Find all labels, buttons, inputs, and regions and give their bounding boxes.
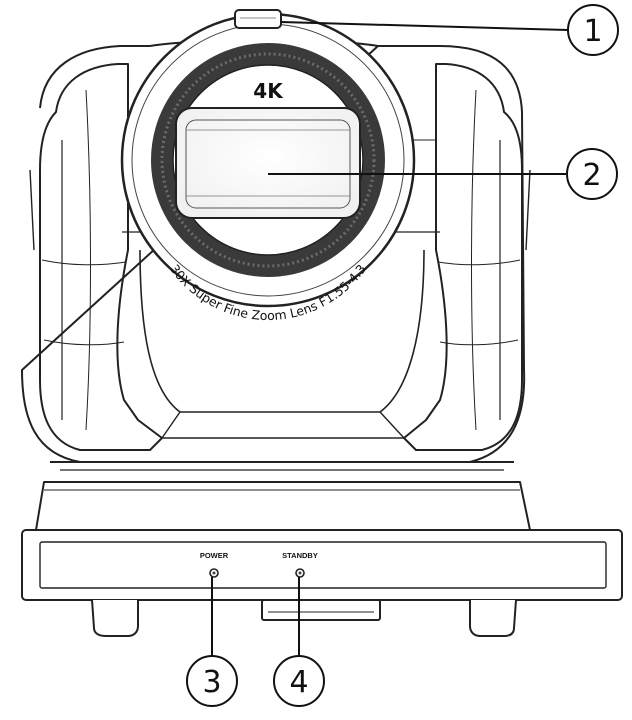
callout-4-circle (273, 655, 325, 707)
callout-4: 4 (273, 655, 325, 707)
callout-3: 3 (186, 655, 238, 707)
camera-base (21, 481, 623, 637)
standby-label: STANDBY (282, 551, 318, 560)
callout-3-circle (186, 655, 238, 707)
standby-led-center (298, 571, 302, 575)
callout-2-number: 2 (582, 158, 601, 193)
lens-assembly (120, 9, 416, 308)
callout-leaders (211, 21, 569, 656)
callout-2: 2 (566, 148, 618, 200)
callout-1-circle (567, 4, 619, 56)
callout-1-number: 1 (583, 14, 602, 49)
camera-body (21, 39, 531, 471)
callout-2-circle (566, 148, 618, 200)
power-led-center (212, 571, 216, 575)
callout-3-number: 3 (202, 665, 221, 700)
lens-brand-label: 4K (253, 79, 284, 103)
callout-1: 1 (567, 4, 619, 56)
callout-4-number: 4 (289, 665, 308, 700)
callout-1-leader (280, 21, 569, 31)
power-label: POWER (200, 551, 229, 560)
